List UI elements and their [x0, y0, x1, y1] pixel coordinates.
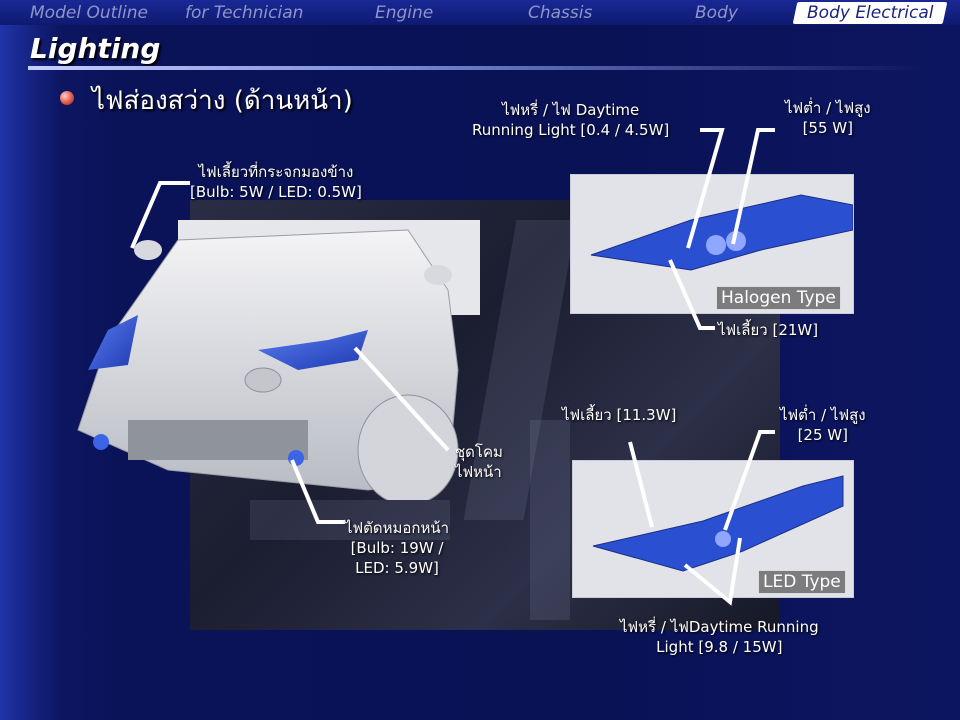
- callout-led-beam-line2: [25 W]: [797, 426, 848, 444]
- callout-halogen-drl-line2: Running Light [0.4 / 4.5W]: [472, 121, 670, 139]
- callout-headlamp-assembly-line1: ชุดโคม: [455, 443, 503, 461]
- callout-led-turn: ไฟเลี้ยว [11.3W]: [562, 405, 676, 425]
- callout-halogen-drl: ไฟหรี่ / ไฟ Daytime Running Light [0.4 /…: [472, 100, 669, 140]
- callout-mirror-turn-line1: ไฟเลี้ยวที่กระจกมองข้าง: [198, 163, 354, 181]
- led-headlamp-image: LED Type: [572, 460, 854, 598]
- nav-tab-model-outline[interactable]: Model Outline: [30, 3, 148, 23]
- car-front-image: [77, 220, 480, 500]
- callout-halogen-beam-line2: [55 W]: [802, 119, 853, 137]
- callout-halogen-turn: ไฟเลี้ยว [21W]: [718, 320, 818, 340]
- callout-fog-lamp-line3: LED: 5.9W]: [355, 559, 439, 577]
- section-title: Lighting: [30, 32, 161, 65]
- nav-tab-body-electrical[interactable]: Body Electrical: [792, 2, 948, 24]
- nav-tab-chassis[interactable]: Chassis: [528, 3, 593, 23]
- led-type-label: LED Type: [758, 570, 846, 594]
- callout-halogen-beam-line1: ไฟต่ำ / ไฟสูง: [785, 99, 871, 117]
- callout-fog-lamp-line1: ไฟตัดหมอกหน้า: [345, 519, 450, 537]
- callout-led-drl-line1: ไฟหรี่ / ไฟDaytime Running: [620, 618, 819, 636]
- callout-halogen-beam: ไฟต่ำ / ไฟสูง [55 W]: [785, 98, 871, 138]
- title-underline: [28, 66, 928, 70]
- halogen-type-label: Halogen Type: [716, 286, 841, 310]
- nav-tab-engine[interactable]: Engine: [375, 3, 434, 23]
- callout-halogen-drl-line1: ไฟหรี่ / ไฟ Daytime: [502, 101, 640, 119]
- callout-led-beam: ไฟต่ำ / ไฟสูง [25 W]: [780, 405, 866, 445]
- bullet-heading: ไฟส่องสว่าง (ด้านหน้า): [92, 86, 353, 116]
- callout-fog-lamp-line2: [Bulb: 19W /: [350, 539, 444, 557]
- callout-halogen-turn-line1: ไฟเลี้ยว [21W]: [718, 321, 819, 339]
- callout-mirror-turn-signal: ไฟเลี้ยวที่กระจกมองข้าง [Bulb: 5W / LED:…: [190, 162, 362, 202]
- callout-fog-lamp: ไฟตัดหมอกหน้า [Bulb: 19W / LED: 5.9W]: [345, 518, 449, 578]
- callout-headlamp-assembly-line2: ไฟหน้า: [455, 463, 502, 481]
- callout-mirror-turn-line2: [Bulb: 5W / LED: 0.5W]: [190, 183, 362, 201]
- callout-led-drl: ไฟหรี่ / ไฟDaytime Running Light [9.8 / …: [620, 617, 819, 657]
- slide-left-band: [0, 0, 60, 720]
- callout-headlamp-assembly: ชุดโคม ไฟหน้า: [455, 442, 503, 482]
- halogen-headlamp-image: Halogen Type: [570, 174, 854, 314]
- bullet-icon: [60, 91, 74, 105]
- top-navigation: Model Outline for Technician Engine Chas…: [0, 0, 960, 25]
- nav-tab-for-technician[interactable]: for Technician: [185, 3, 304, 23]
- nav-tab-body[interactable]: Body: [695, 3, 738, 23]
- callout-led-drl-line2: Light [9.8 / 15W]: [656, 638, 783, 656]
- nav-tab-body-electrical-label: Body Electrical: [807, 3, 934, 23]
- callout-led-turn-line1: ไฟเลี้ยว [11.3W]: [562, 406, 677, 424]
- callout-led-beam-line1: ไฟต่ำ / ไฟสูง: [780, 406, 866, 424]
